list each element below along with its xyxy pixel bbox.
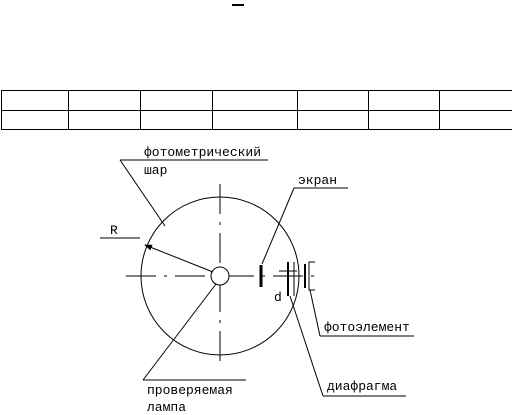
- radius-label: R: [110, 223, 118, 238]
- sphere-label-line1: фотометрический: [144, 145, 261, 160]
- data-table: [1, 90, 512, 130]
- lamp: [210, 266, 230, 286]
- screen-leader: [261, 187, 295, 265]
- sphere-label-line2: шар: [144, 163, 167, 178]
- lamp-leader: [142, 283, 217, 381]
- sphere-leader: [119, 159, 166, 227]
- table-row: [1, 109, 512, 130]
- lamp-label-line1: проверяемая: [147, 383, 233, 398]
- radius-arrow: [144, 244, 214, 273]
- lamp-label-line2: лампа: [147, 400, 186, 415]
- distance-label: d: [274, 290, 282, 305]
- top-mark: [232, 4, 244, 6]
- diaphragm-leader: [289, 295, 324, 397]
- diaphragm-label: диафрагма: [327, 379, 397, 394]
- screen-label: экран: [298, 173, 337, 188]
- photocell: [308, 261, 315, 291]
- photocell-label: фотоэлемент: [324, 320, 410, 335]
- photocell-leader: [309, 289, 321, 337]
